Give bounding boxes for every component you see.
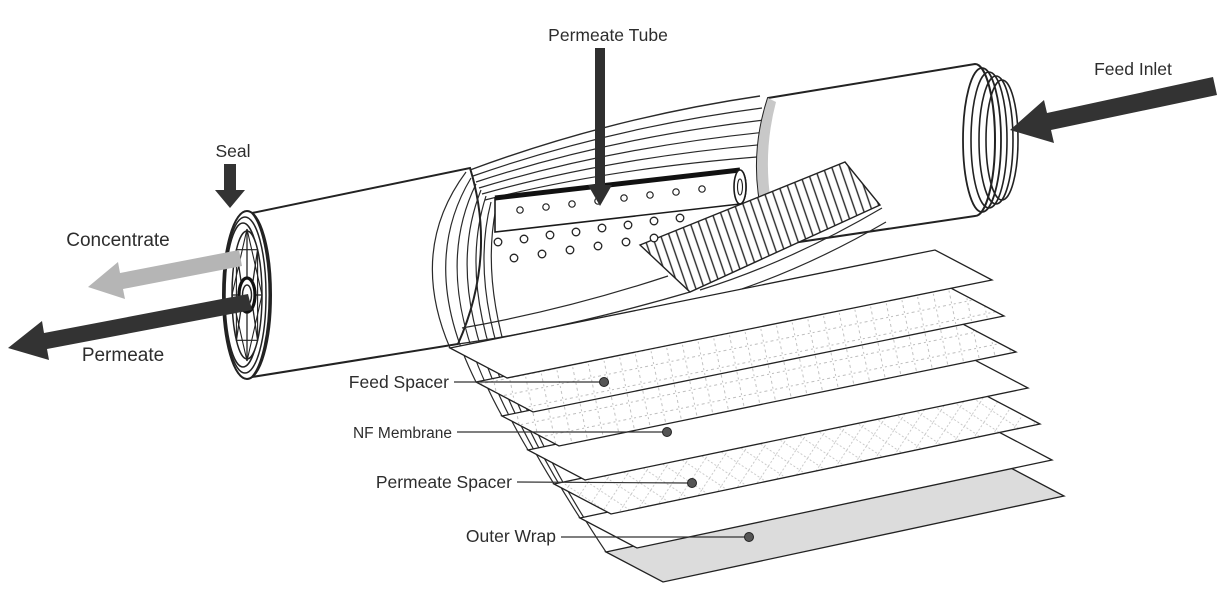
feed-end-ring [985, 79, 1019, 201]
concentrate-arrow [88, 250, 242, 299]
text-labels: Permeate Tube Feed Inlet Seal Concentrat… [66, 25, 1172, 546]
membrane-leaf-stack [638, 161, 887, 299]
permeate-tube-arrow [588, 48, 612, 206]
feed-inlet-label: Feed Inlet [1094, 59, 1172, 79]
permeate-tube-label: Permeate Tube [548, 25, 668, 45]
concentrate-label: Concentrate [66, 230, 170, 251]
feed-end-ring [970, 71, 1008, 209]
end-cap-ring [222, 210, 272, 380]
feed-spacer-dot [599, 377, 609, 387]
permeate-arrow [8, 294, 252, 360]
permeate-spacer-label: Permeate Spacer [376, 472, 512, 492]
cylinder-left-shell [222, 166, 483, 380]
permeate-spacer-leader [516, 481, 689, 484]
feed-spacer-label: Feed Spacer [349, 372, 449, 392]
leader-lines [454, 381, 745, 538]
flow-arrows [8, 48, 1217, 360]
feed-end-ring [978, 75, 1014, 205]
seal-arrow [215, 164, 245, 208]
seal-label: Seal [215, 141, 250, 161]
permeate-tube [493, 167, 747, 263]
nf-membrane-label: NF Membrane [353, 425, 452, 442]
leader-dots [599, 377, 754, 542]
left-shell-body [249, 166, 483, 379]
outer-wrap-dot [744, 532, 754, 542]
permeate-tube-bore [736, 178, 744, 196]
sheet-membrane-top [448, 249, 994, 379]
outer-wrap-label: Outer Wrap [466, 526, 556, 546]
permeate-label: Permeate [82, 345, 164, 366]
permeate-tube-holes [493, 213, 685, 263]
end-cap-ring [223, 216, 267, 374]
feed-end-ring [962, 67, 1002, 213]
nf-membrane-dot [662, 427, 672, 437]
feed-inlet-arrow [1010, 77, 1217, 143]
permeate-tube-top-edge [494, 167, 741, 201]
permeate-tube-end [733, 169, 747, 205]
permeate-spacer-dot [687, 478, 697, 488]
